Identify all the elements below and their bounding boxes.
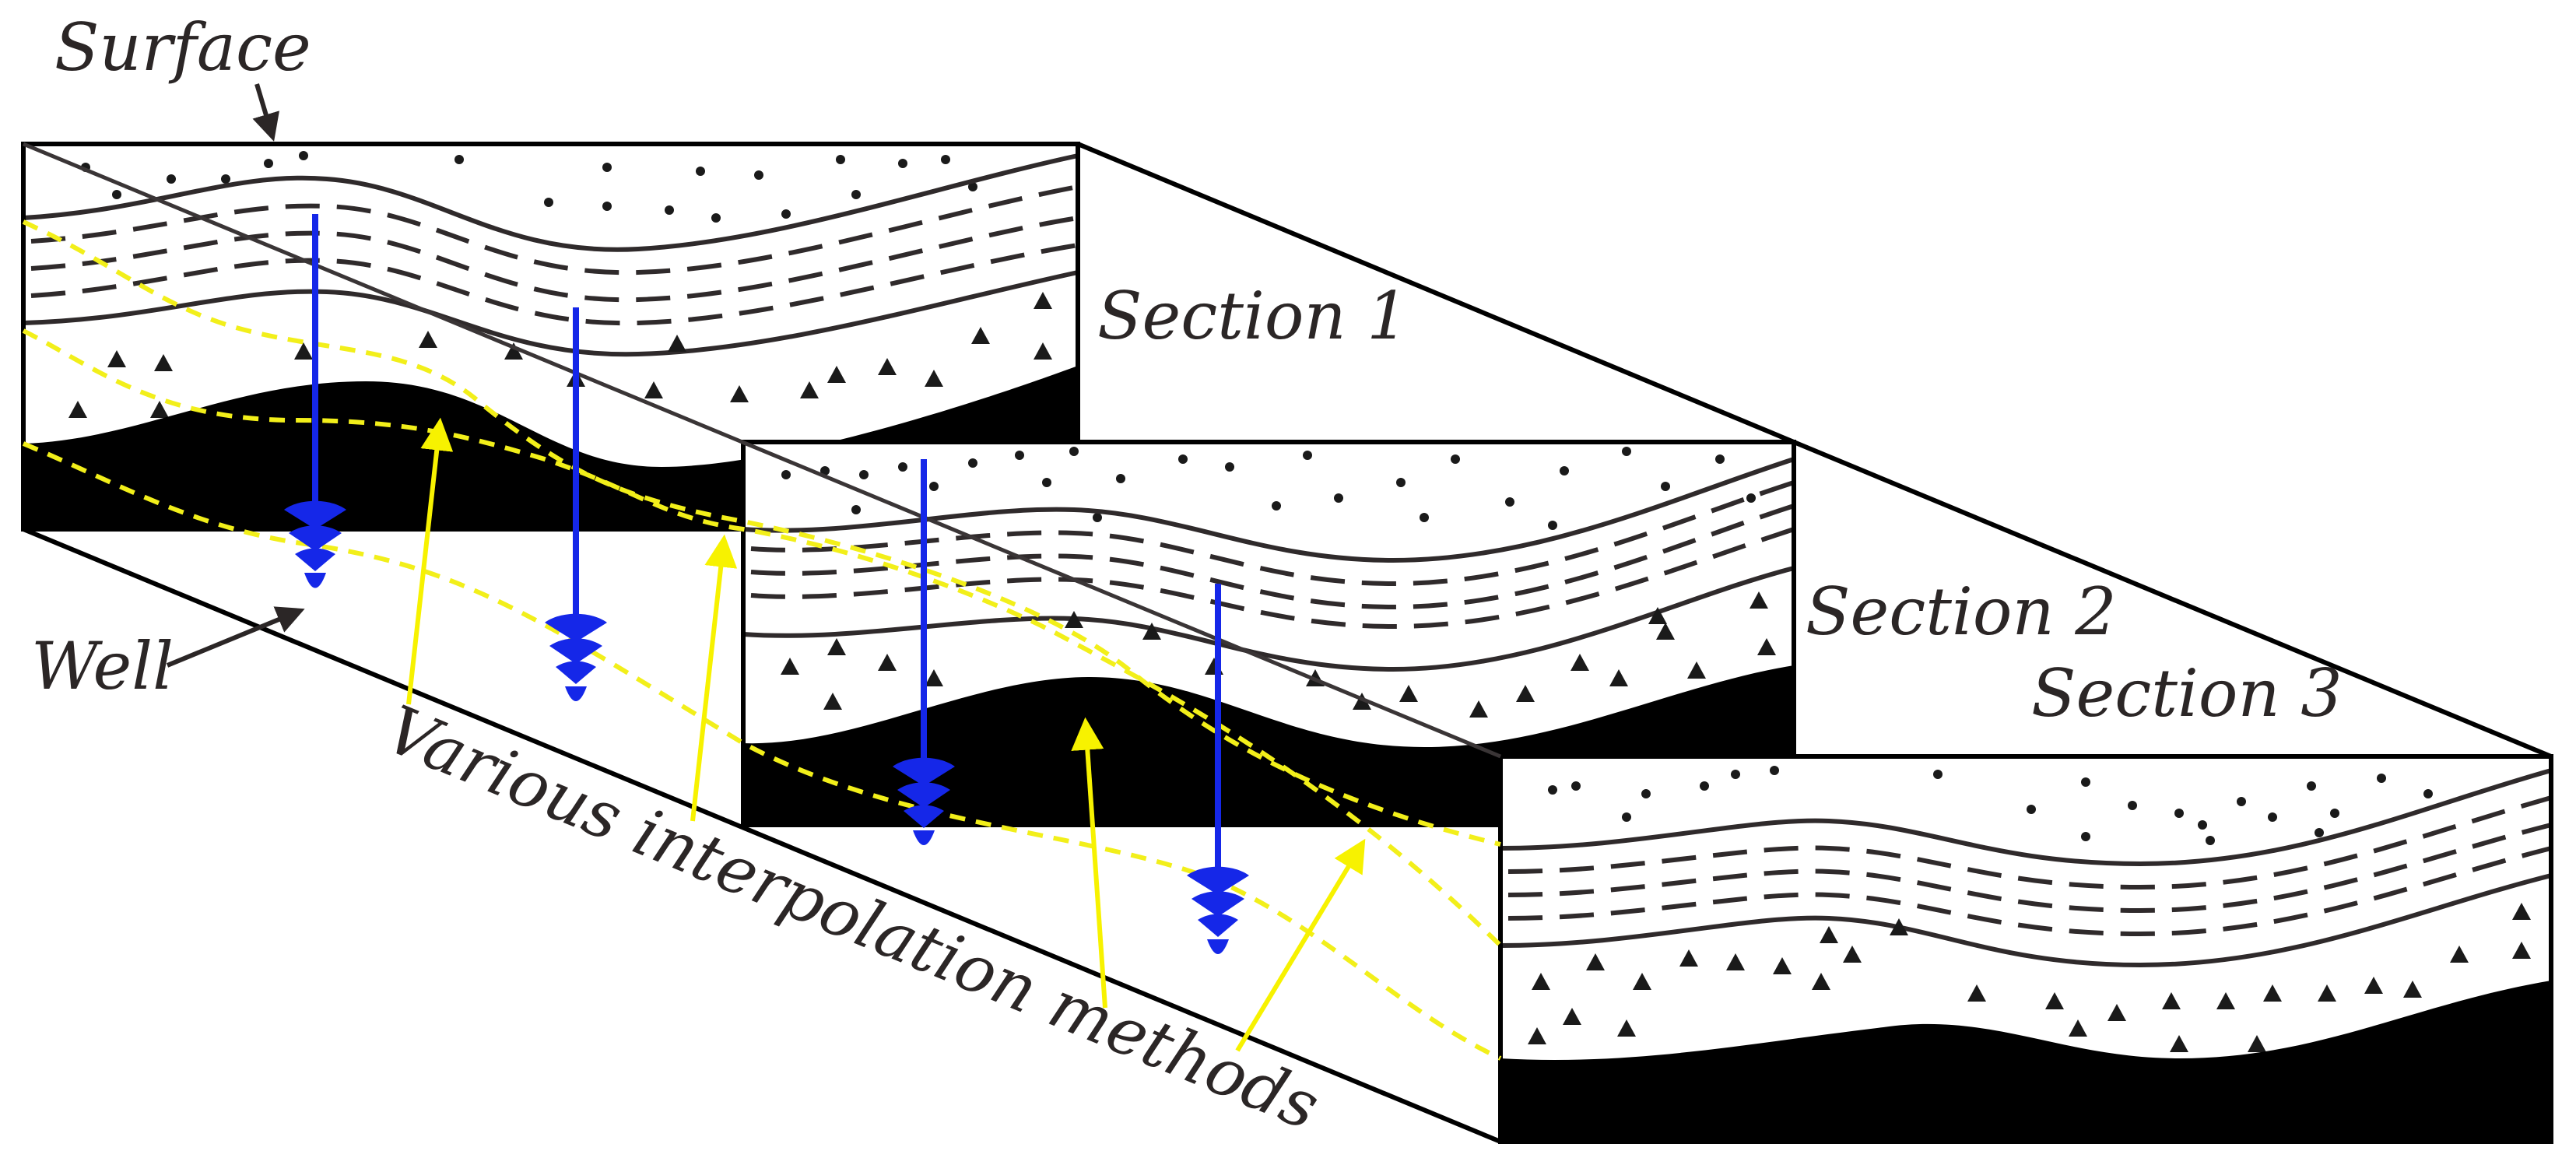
arrow-icon	[406, 417, 454, 705]
well-3	[893, 459, 955, 845]
section-1-sand-dots	[81, 151, 977, 223]
section-2-triangles	[781, 591, 1776, 718]
block-outline	[22, 142, 2553, 1144]
surface-pointer-arrow	[252, 83, 280, 142]
section-3-block	[1498, 754, 2553, 1144]
section-3-label: Section 3	[2031, 655, 2343, 732]
interpolation-lines	[22, 219, 1503, 1061]
surface-label: Surface	[54, 9, 311, 86]
well-2	[545, 307, 607, 701]
well-pointer-arrow	[166, 606, 305, 668]
well-4	[1187, 584, 1249, 954]
well-1	[284, 214, 346, 588]
arrow-icon	[1071, 717, 1107, 1009]
section-2-label: Section 2	[1806, 574, 2117, 650]
interpolation-arrows	[406, 417, 1366, 1052]
well-label: Well	[31, 628, 174, 704]
arrow-icon	[1235, 838, 1366, 1052]
arrow-icon	[690, 534, 738, 822]
section-2-sand-dots	[781, 447, 1756, 530]
section-1-label: Section 1	[1097, 278, 1409, 354]
section-3-sand-dots	[1548, 766, 2433, 845]
section-3-triangles	[1528, 903, 2531, 1052]
